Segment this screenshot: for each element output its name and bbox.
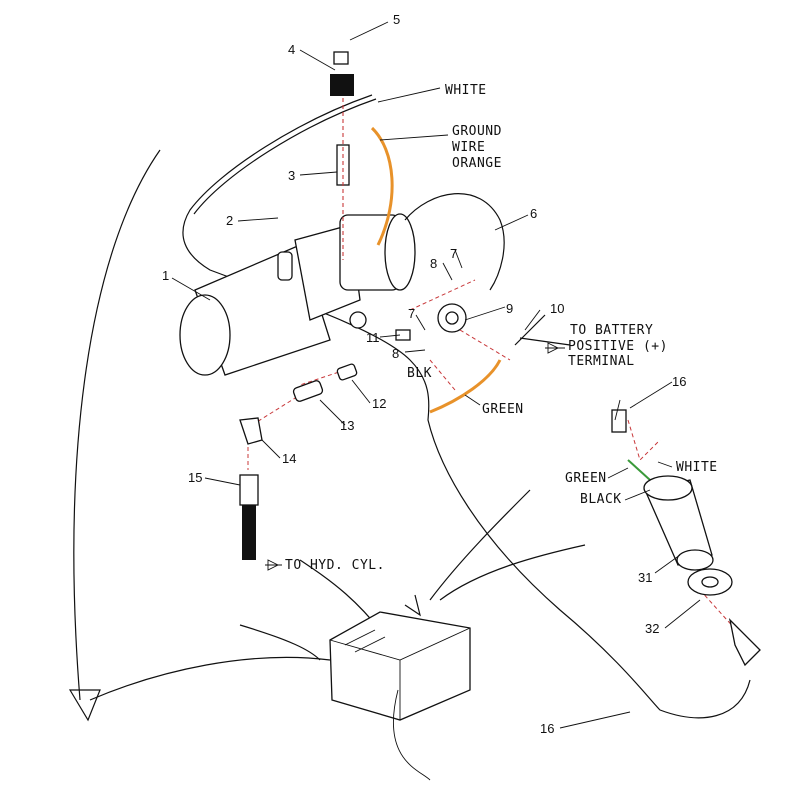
- label-to-battery-3: TERMINAL: [568, 354, 635, 369]
- part-number: 12: [372, 396, 386, 411]
- circuit-breaker-9: [437, 303, 467, 333]
- ground-wire-loop: [182, 94, 751, 719]
- part-number: 5: [393, 12, 400, 27]
- solenoid-coil-icon: [330, 51, 354, 186]
- part-number: 14: [282, 451, 296, 466]
- label-white-switch: WHITE: [676, 460, 718, 475]
- part-number: 15: [188, 470, 202, 485]
- part-number: 4: [288, 42, 295, 57]
- part-number: 3: [288, 168, 295, 183]
- part-number: 16: [672, 374, 686, 389]
- part-number: 31: [638, 570, 652, 585]
- part-number: 16: [540, 721, 554, 736]
- part-number: 32: [645, 621, 659, 636]
- label-green-switch: GREEN: [565, 471, 607, 486]
- part-number: 10: [550, 301, 564, 316]
- part-number: 7: [408, 306, 415, 321]
- hydraulic-pump-motor-icon: [179, 213, 416, 376]
- label-ground-wire-1: GROUND: [452, 124, 502, 139]
- part-number: 13: [340, 418, 354, 433]
- label-to-battery-2: POSITIVE (+): [568, 339, 668, 354]
- part-numbers: 5 4 3 2 1 6 7 8 7 9 10 11 8 12 13 14 15 …: [162, 12, 686, 736]
- label-ground-wire-2: WIRE: [452, 140, 485, 155]
- part-number: 8: [392, 346, 399, 361]
- label-ground-wire-3: ORANGE: [452, 156, 502, 171]
- text-labels: WHITE GROUND WIRE ORANGE TO BATTERY POSI…: [285, 83, 718, 573]
- leader-lines: [171, 21, 701, 729]
- part-number: 6: [530, 206, 537, 221]
- label-green-lower: GREEN: [482, 402, 524, 417]
- part-number: 2: [226, 213, 233, 228]
- hydraulic-fittings: [239, 329, 411, 560]
- part-number: 1: [162, 268, 169, 283]
- label-black-switch: BLACK: [580, 492, 622, 507]
- push-switch-icon: [611, 399, 761, 667]
- label-white-top: WHITE: [445, 83, 487, 98]
- reservoir-box-icon: [329, 611, 471, 781]
- part-number: 9: [506, 301, 513, 316]
- label-blk: BLK: [407, 366, 432, 381]
- part-number: 8: [430, 256, 437, 271]
- label-to-hyd-cyl: TO HYD. CYL.: [285, 558, 385, 573]
- label-to-battery-1: TO BATTERY: [570, 323, 653, 338]
- part-number: 11: [366, 330, 380, 345]
- part-number: 7: [450, 246, 457, 261]
